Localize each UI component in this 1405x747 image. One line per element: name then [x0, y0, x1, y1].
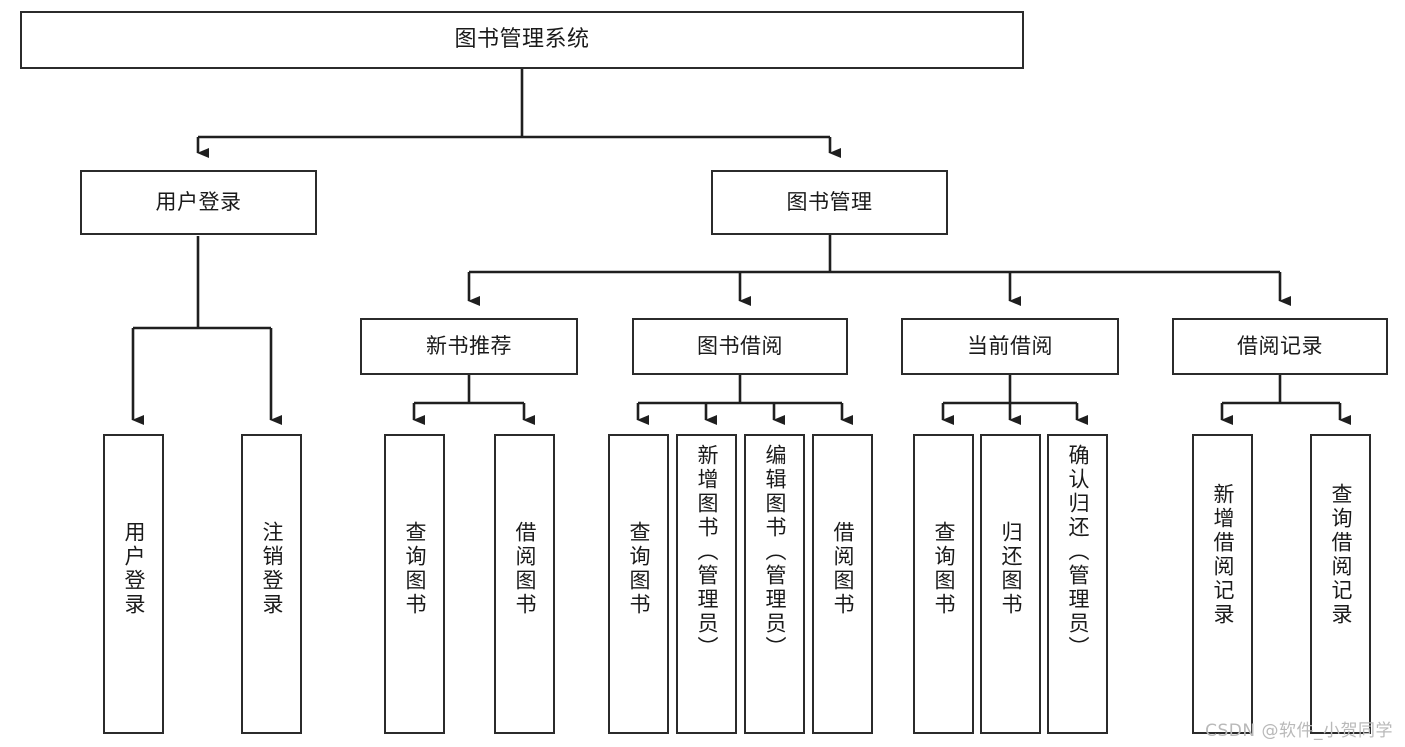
node-book-borrow[interactable]: 图书借阅 [632, 318, 848, 375]
leaf-borrow-query-book[interactable]: 查询图书 [608, 434, 669, 734]
node-label: 编辑图书（管理员） [763, 444, 787, 660]
node-root-book-management-system[interactable]: 图书管理系统 [20, 11, 1024, 69]
node-label: 借阅图书 [513, 521, 537, 617]
leaf-borrow-add-book-admin[interactable]: 新增图书（管理员） [676, 434, 737, 734]
watermark: CSDN @软件_小贺同学 [1205, 721, 1393, 741]
node-label: 当前借阅 [967, 334, 1053, 359]
node-label: 新增借阅记录 [1211, 483, 1235, 627]
node-label: 用户登录 [122, 521, 146, 617]
leaf-record-query-record[interactable]: 查询借阅记录 [1310, 434, 1371, 734]
node-label: 图书管理 [786, 190, 873, 215]
node-user-login[interactable]: 用户登录 [80, 170, 317, 235]
node-current-borrow[interactable]: 当前借阅 [901, 318, 1119, 375]
node-label: 确认归还（管理员） [1066, 444, 1090, 660]
leaf-borrow-edit-book-admin[interactable]: 编辑图书（管理员） [744, 434, 805, 734]
node-label: 归还图书 [999, 521, 1023, 617]
node-label: 图书管理系统 [454, 27, 590, 53]
node-label: 查询图书 [627, 521, 651, 617]
leaf-current-confirm-return-admin[interactable]: 确认归还（管理员） [1047, 434, 1108, 734]
node-book-management[interactable]: 图书管理 [711, 170, 948, 235]
node-new-book-recommend[interactable]: 新书推荐 [360, 318, 578, 375]
leaf-new-book-borrow-book[interactable]: 借阅图书 [494, 434, 555, 734]
node-label: 查询图书 [403, 521, 427, 617]
leaf-current-return-book[interactable]: 归还图书 [980, 434, 1041, 734]
leaf-new-book-query-book[interactable]: 查询图书 [384, 434, 445, 734]
node-label: 查询借阅记录 [1329, 483, 1353, 627]
node-label: 查询图书 [932, 521, 956, 617]
leaf-user-login-logout[interactable]: 注销登录 [241, 434, 302, 734]
node-label: 注销登录 [260, 521, 284, 617]
leaf-current-query-book[interactable]: 查询图书 [913, 434, 974, 734]
leaf-record-add-record[interactable]: 新增借阅记录 [1192, 434, 1253, 734]
node-label: 图书借阅 [697, 334, 783, 359]
node-label: 借阅图书 [831, 521, 855, 617]
leaf-borrow-borrow-book[interactable]: 借阅图书 [812, 434, 873, 734]
leaf-user-login-login[interactable]: 用户登录 [103, 434, 164, 734]
node-label: 新书推荐 [426, 334, 512, 359]
node-label: 新增图书（管理员） [695, 444, 719, 660]
node-borrow-record[interactable]: 借阅记录 [1172, 318, 1388, 375]
node-label: 用户登录 [155, 190, 242, 215]
node-label: 借阅记录 [1237, 334, 1323, 359]
